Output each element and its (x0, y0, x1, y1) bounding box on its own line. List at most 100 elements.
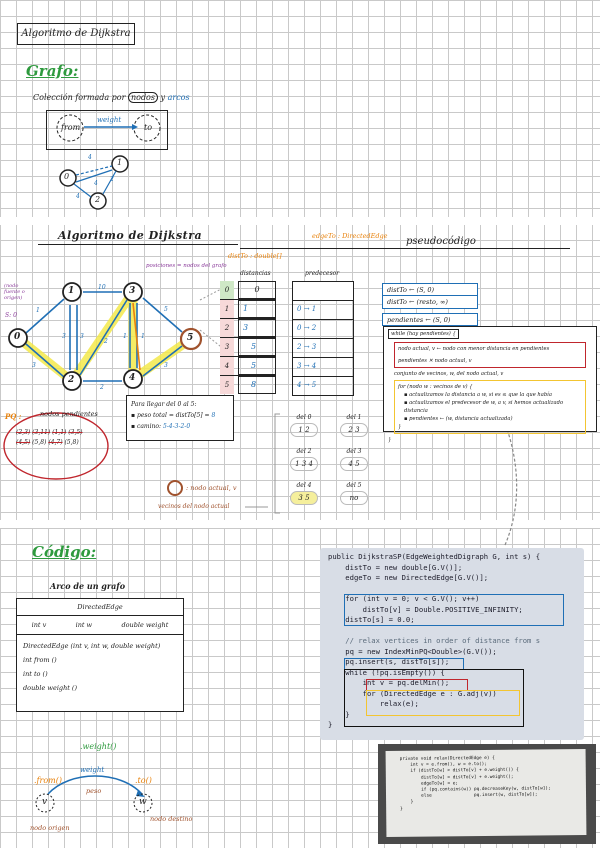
pred-from: 2 (297, 343, 302, 351)
edge-weight: 5 (164, 306, 168, 313)
dist-value: 5 (238, 338, 276, 356)
path-camino: ▪ camino: 5-4-3-2-0 (131, 423, 191, 430)
dist-index: 1 (220, 300, 234, 318)
relax-line: edgeTo[w] = e; (399, 781, 459, 787)
path-title: Para llegar del 0 al 5: (131, 401, 197, 408)
vecino-label: del 3 (346, 448, 362, 455)
graph-node-1-label: 1 (68, 286, 75, 296)
peso-label: peso (86, 787, 102, 795)
vecinos-bracket (274, 413, 280, 514)
pseudo-b3-text: pendientes ← (w, distancia actualizada) (409, 416, 513, 422)
graph-node-3 (123, 282, 143, 302)
pred-from: 4 (297, 381, 302, 389)
mini-node-0 (59, 169, 77, 187)
class-method: int from () (23, 656, 57, 664)
mini-node-1-label: 1 (117, 158, 123, 167)
init-box-1: distTo ← (S, 0) (382, 283, 478, 296)
s-label-text: S: (5, 312, 12, 319)
desc-arcos: arcos (167, 93, 190, 102)
pseudo-title: pseudocódigo (406, 236, 476, 247)
edge-weight: 2 (100, 384, 104, 391)
path-box: Para llegar del 0 al 5: ▪ peso total = d… (126, 395, 234, 441)
pred-row: 0 → 2 (292, 320, 354, 339)
edge-weight: 3 (80, 333, 84, 340)
pseudo-l1: nodo actual, v ← nodo con menor distanci… (398, 346, 550, 352)
dist-row: 3 5 (220, 338, 276, 357)
nodo-actual-label: : nodo actual, v (186, 484, 237, 492)
vecino-value: 4 5 (340, 457, 368, 471)
init-box-2: distTo ← (resto, ∞) (382, 296, 478, 309)
code-highlight-blue (344, 594, 564, 626)
edgeto-note: edgeTo : DirectedEdge (312, 232, 388, 240)
grafo-heading: Grafo: (26, 62, 79, 80)
code-line: } (328, 709, 350, 719)
edge-weight: 3 (32, 362, 36, 369)
path-peso-value: 8 (211, 412, 216, 419)
code-line: distTo[s] = 0.0; (328, 615, 415, 624)
dist-value: 0 (238, 281, 276, 299)
dist-index: 4 (220, 357, 234, 375)
pred-row (292, 281, 354, 301)
vecino-cell: del 1 2 3 (334, 414, 374, 439)
vecino-cell: del 4 3 5 (284, 482, 324, 507)
desc-nodos: nodos (127, 92, 158, 103)
pred-row: 3 → 4 (292, 358, 354, 377)
pq-item: (2,3) (16, 429, 31, 436)
section-divider (0, 520, 600, 528)
init-right: (S, 0) (432, 316, 451, 324)
relax-line: } (400, 806, 403, 812)
java-code-panel: public DijkstraSP(EdgeWeightedDigraph G,… (320, 548, 584, 740)
desc-y: y (160, 93, 166, 102)
weight-arc (47, 775, 143, 795)
mini-weight: 4 (76, 193, 80, 200)
dist-index: 5 (220, 376, 234, 394)
mini-node-0-label: 0 (64, 172, 70, 181)
edge-weight: 1 (141, 333, 145, 340)
pseudo-close-2: } (388, 437, 392, 443)
mini-node-2 (89, 192, 107, 210)
path-peso: ▪ peso total = distTo[5] = 8 (131, 412, 216, 419)
relax-line: private void relax(DirectedEdge e) { (399, 755, 495, 762)
guide-line (199, 286, 226, 301)
mini-weight: 4 (88, 154, 92, 161)
class-methods: DirectedEdge (int v, int w, double weigh… (17, 635, 183, 699)
distancias-header: distancias (240, 270, 271, 277)
init-left: pendientes (387, 316, 424, 324)
init-right: (resto, ∞) (416, 298, 448, 306)
pq-title: nodos pendientes (40, 410, 98, 418)
codigo-heading: Código: (32, 543, 97, 561)
code-line: pq.insert(s, distTo[s]); (328, 657, 450, 666)
code-line: edgeTo = new DirectedEdge[G.V()]; (328, 573, 489, 582)
pq-cloud (3, 412, 109, 480)
pq-item: (4,7) (48, 439, 63, 446)
edge-0-2 (25, 343, 65, 378)
pseudo-b2-text: actualizamos el predecesor de w, a v, si… (404, 400, 564, 414)
graph-node-0 (8, 328, 28, 348)
graph-node-5 (179, 327, 203, 351)
pred-from: 0 (297, 305, 302, 313)
pq-item: (5,8) (64, 439, 79, 446)
pseudo-l2: pendientes ✕ nodo actual, v (398, 358, 472, 364)
v-node-circle (35, 793, 55, 813)
graph-edges (25, 291, 183, 382)
code-line: distTo = new double[G.V()]; (328, 562, 463, 572)
edge-2-3 (79, 299, 128, 376)
origen-label: nodo origen (30, 824, 70, 832)
distto-note: distTo : double[] (228, 252, 282, 260)
dist-row: 2 3 (220, 319, 276, 338)
graph-node-0-label: 0 (14, 332, 21, 342)
pseudo-inner-box: nodo actual, v ← nodo con menor distanci… (394, 342, 586, 368)
code-line: int v = pq.delMin(); (328, 678, 450, 687)
class-fields: int v int w double weight (17, 616, 183, 635)
pq-items: (2,3) (3,11) (1,1) (3,5) (4,5) (5,8) (4,… (16, 428, 98, 448)
graph-node-4-label: 4 (129, 373, 136, 383)
nodo-actual-circle (167, 480, 183, 496)
pq-item: (4,5) (16, 439, 31, 446)
code-line: relax(e); (328, 699, 419, 708)
class-constructor: DirectedEdge (int v, int w, double weigh… (23, 642, 161, 650)
dist-table: 0 0 1 1 2 3 3 5 4 5 5 8 (220, 281, 276, 394)
graph-node-2 (62, 371, 82, 391)
edge-0-1 (25, 298, 65, 334)
class-box: DirectedEdge int v int w double weight D… (16, 598, 184, 712)
pred-table: 0 → 1 0 → 2 2 → 3 3 → 4 4 → 5 (292, 281, 354, 396)
